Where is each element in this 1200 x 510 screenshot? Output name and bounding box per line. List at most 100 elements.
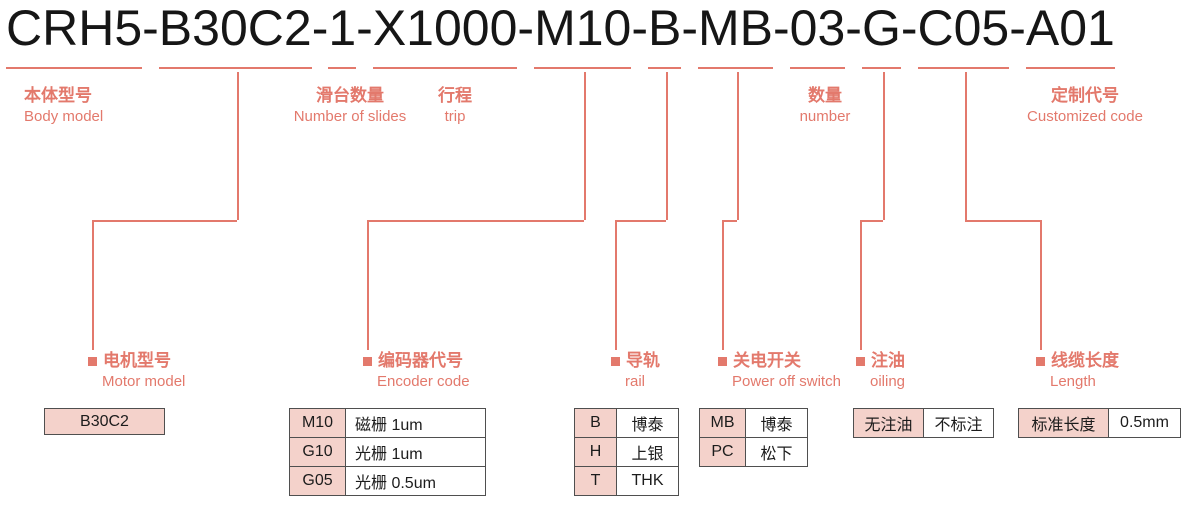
connector-line xyxy=(860,220,862,350)
label-encoder-code-en: Encoder code xyxy=(377,373,470,390)
label-rail-en: rail xyxy=(625,373,646,390)
bullet-square-icon xyxy=(88,357,97,366)
connector-line xyxy=(92,220,237,222)
label-motor-model-en: Motor model xyxy=(102,373,186,390)
label-oiling-zh: 注油 xyxy=(871,351,905,370)
code-cell: B xyxy=(574,408,617,438)
label-number-en: number xyxy=(799,108,851,125)
label-rail: 导轨 rail xyxy=(611,350,660,392)
cable-length-table: 标准长度 0.5mm xyxy=(1018,408,1181,438)
code-cell: 无注油 xyxy=(853,408,924,438)
code-separator: - xyxy=(900,0,918,56)
code-segment-number: 03 xyxy=(789,2,846,69)
label-power-off-switch: 关电开关 Power off switch xyxy=(718,350,841,392)
label-oiling: 注油 oiling xyxy=(856,350,905,392)
label-cable-length-en: Length xyxy=(1050,373,1096,390)
connector-line xyxy=(965,220,1040,222)
code-segment-slides: 1 xyxy=(328,2,357,69)
code-segment-encoder: M10 xyxy=(534,2,632,69)
code-cell: MB xyxy=(699,408,746,438)
code-cell: T xyxy=(574,466,617,496)
label-encoder-code-zh: 编码器代号 xyxy=(378,351,463,370)
connector-line xyxy=(92,220,94,350)
bullet-square-icon xyxy=(363,357,372,366)
code-separator: - xyxy=(311,0,329,56)
code-separator: - xyxy=(773,0,790,56)
label-cable-length-zh: 线缆长度 xyxy=(1051,351,1119,370)
code-segment-switch: MB xyxy=(698,2,773,69)
code-separator: - xyxy=(356,0,373,56)
table-row: H 上银 xyxy=(574,437,679,467)
connector-line xyxy=(737,72,739,220)
connector-line xyxy=(1040,220,1042,350)
connector-line xyxy=(860,220,883,222)
connector-line xyxy=(615,220,617,350)
table-row: G10 光栅 1um xyxy=(289,437,486,467)
connector-line xyxy=(722,220,737,222)
code-cell: B30C2 xyxy=(44,408,165,435)
table-row: 标准长度 0.5mm xyxy=(1018,408,1181,438)
table-row: PC 松下 xyxy=(699,437,808,467)
encoder-code-table: M10 磁栅 1um G10 光栅 1um G05 光栅 0.5um xyxy=(289,408,486,496)
code-separator: - xyxy=(517,0,535,56)
bullet-square-icon xyxy=(1036,357,1045,366)
code-segment-rail: B xyxy=(647,2,682,69)
desc-cell: 不标注 xyxy=(923,408,994,438)
code-separator: - xyxy=(845,0,862,56)
label-rail-zh: 导轨 xyxy=(626,351,660,370)
label-trip: 行程 trip xyxy=(395,84,515,127)
label-body-model-zh: 本体型号 xyxy=(24,86,92,105)
table-row: M10 磁栅 1um xyxy=(289,408,486,438)
connector-line xyxy=(722,220,724,350)
desc-cell: 松下 xyxy=(745,437,808,467)
connector-line xyxy=(615,220,666,222)
table-row: 无注油 不标注 xyxy=(853,408,994,438)
code-separator: - xyxy=(1009,0,1026,56)
label-cable-length: 线缆长度 Length xyxy=(1036,350,1119,392)
rail-table: B 博泰 H 上银 T THK xyxy=(574,408,679,496)
label-number-of-slides-zh: 滑台数量 xyxy=(316,86,384,105)
desc-cell: 上银 xyxy=(616,437,679,467)
desc-cell: 磁栅 1um xyxy=(345,408,486,438)
code-segment-body: CRH5 xyxy=(6,2,143,69)
table-row: T THK xyxy=(574,466,679,496)
label-body-model: 本体型号 Body model xyxy=(24,84,103,127)
code-cell: PC xyxy=(699,437,746,467)
label-customized-code: 定制代号 Customized code xyxy=(1000,84,1170,127)
model-code: CRH5-B30C2-1-X1000-M10-B-MB-03-G-C05-A01 xyxy=(6,2,1115,69)
desc-cell: 博泰 xyxy=(745,408,808,438)
label-number-of-slides: 滑台数量 Number of slides xyxy=(265,84,435,127)
connector-line xyxy=(367,220,369,350)
label-number-of-slides-en: Number of slides xyxy=(293,108,407,125)
desc-cell: 0.5mm xyxy=(1108,408,1181,438)
connector-line xyxy=(237,72,239,220)
desc-cell: THK xyxy=(616,466,679,496)
connector-line xyxy=(883,72,885,220)
bullet-square-icon xyxy=(856,357,865,366)
desc-cell: 光栅 0.5um xyxy=(345,466,486,496)
bullet-square-icon xyxy=(611,357,620,366)
connector-line xyxy=(367,220,584,222)
code-segment-trip: X1000 xyxy=(372,2,518,69)
code-cell: 标准长度 xyxy=(1018,408,1109,438)
table-row: MB 博泰 xyxy=(699,408,808,438)
motor-model-table: B30C2 xyxy=(44,408,165,435)
label-power-off-switch-zh: 关电开关 xyxy=(733,351,801,370)
code-cell: G05 xyxy=(289,466,346,496)
table-row: B30C2 xyxy=(44,408,165,435)
label-body-model-en: Body model xyxy=(24,108,104,125)
label-oiling-en: oiling xyxy=(870,373,906,390)
code-segment-custom: A01 xyxy=(1025,2,1115,69)
code-segment-motor: B30C2 xyxy=(158,2,312,69)
code-cell: G10 xyxy=(289,437,346,467)
desc-cell: 博泰 xyxy=(616,408,679,438)
label-motor-model-zh: 电机型号 xyxy=(103,351,171,370)
label-motor-model: 电机型号 Motor model xyxy=(88,350,185,392)
code-cell: H xyxy=(574,437,617,467)
code-cell: M10 xyxy=(289,408,346,438)
label-customized-code-zh: 定制代号 xyxy=(1051,86,1119,105)
label-trip-en: trip xyxy=(444,108,466,125)
power-off-switch-table: MB 博泰 PC 松下 xyxy=(699,408,808,467)
oiling-table: 无注油 不标注 xyxy=(853,408,994,438)
